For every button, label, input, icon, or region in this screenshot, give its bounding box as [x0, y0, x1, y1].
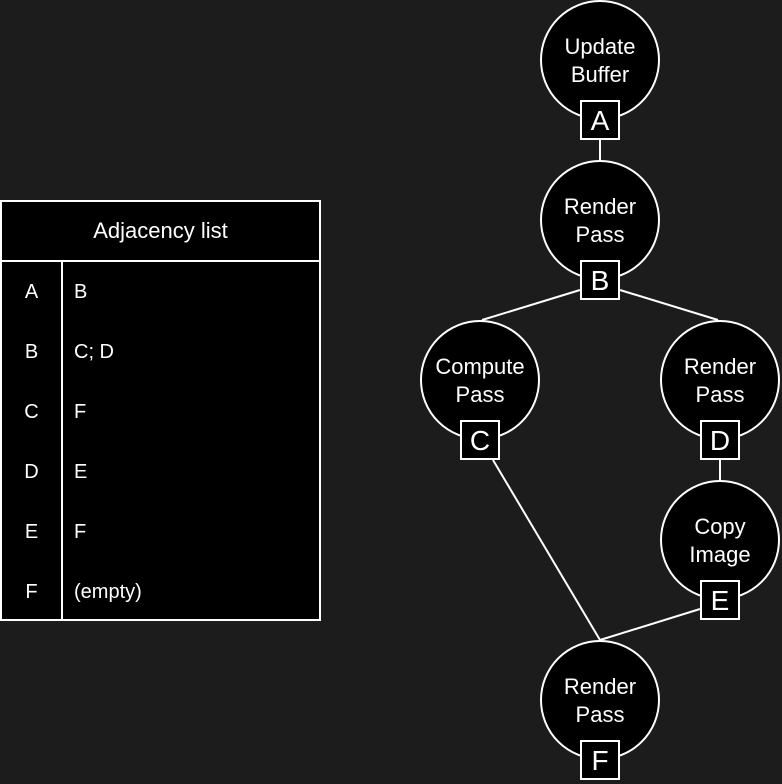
adjacency-row-node: A — [24, 280, 39, 303]
node-label-line2: Pass — [696, 382, 745, 407]
adjacency-row-node: E — [24, 520, 39, 543]
adjacency-list-title: Adjacency list — [2, 202, 319, 262]
node-label-line1: Render — [684, 354, 756, 379]
graph-edges — [481, 140, 721, 641]
adjacency-row-neighbors: B — [74, 280, 88, 303]
node-id-letter: F — [591, 745, 608, 776]
node-label-line2: Pass — [456, 382, 505, 407]
node-label-line1: Compute — [435, 354, 524, 379]
adjacency-row: B C; D — [2, 322, 319, 382]
node-id-letter: B — [591, 265, 610, 296]
adjacency-column-divider — [61, 262, 63, 621]
node-label-line1: Copy — [694, 514, 745, 539]
adjacency-row-node: D — [24, 460, 39, 483]
adjacency-row: F (empty) — [2, 562, 319, 622]
node-id-letter: A — [591, 105, 610, 136]
edge-c-f — [492, 459, 601, 641]
node-label-line2: Image — [689, 542, 750, 567]
edge-e-f — [599, 608, 701, 641]
node-label-line1: Render — [564, 194, 636, 219]
node-id-box — [580, 100, 620, 140]
adjacency-row-neighbors: E — [74, 460, 88, 483]
node-label-line2: Pass — [576, 222, 625, 247]
adjacency-row-neighbors: C; D — [74, 340, 114, 363]
edge-b-c — [481, 289, 581, 321]
node-id-box — [700, 580, 740, 620]
adjacency-row-neighbors: F — [74, 520, 87, 543]
adjacency-row-node: F — [25, 580, 38, 603]
adjacency-row-node: C — [24, 400, 39, 423]
adjacency-row-node: B — [24, 340, 39, 363]
node-label-line2: Pass — [576, 702, 625, 727]
adjacency-row-neighbors: F — [74, 400, 87, 423]
node-id-box — [700, 420, 740, 460]
adjacency-row-neighbors: (empty) — [74, 580, 142, 603]
node-id-letter: C — [470, 425, 490, 456]
node-label-line1: Update — [565, 34, 636, 59]
graph-nodes: UpdateBufferARenderPassBComputePassCRend… — [420, 0, 780, 780]
node-id-box — [580, 740, 620, 780]
node-id-box — [460, 420, 500, 460]
node-label-line1: Render — [564, 674, 636, 699]
node-id-letter: E — [711, 585, 730, 616]
edge-b-d — [619, 289, 719, 321]
node-id-letter: D — [710, 425, 730, 456]
node-id-box — [580, 260, 620, 300]
node-label-line2: Buffer — [571, 62, 629, 87]
